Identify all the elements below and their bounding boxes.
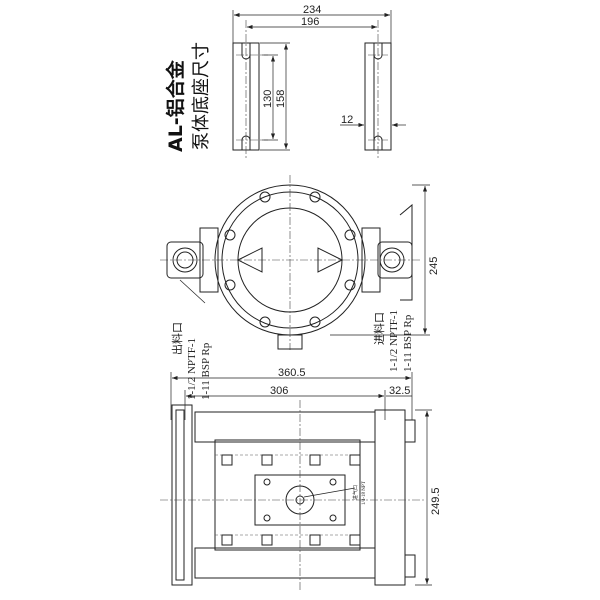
dim-32-5: 32.5: [389, 385, 410, 397]
dim-245: 245: [428, 257, 440, 275]
svg-text:1/4-18 NPT: 1/4-18 NPT: [362, 481, 367, 505]
dim-360-5: 360.5: [278, 367, 306, 379]
base-view: 234 196 130 158 12: [232, 4, 406, 158]
dim-249-5: 249.5: [430, 487, 442, 515]
bolts: [224, 191, 356, 328]
svg-text:1-1/2 NPTF-1: 1-1/2 NPTF-1: [186, 338, 198, 400]
svg-text:进气口: 进气口: [352, 485, 359, 500]
outlet-label: 出料口 1-1/2 NPTF-1 1-11 BSP Rp: [170, 322, 212, 400]
front-view: 360.5 306 32.5 进气口 1/4-18 NPT: [160, 367, 442, 590]
top-view: 245 出料口 1-1/2 NPTF-1 1-11 BSP Rp 进料口 1-1…: [160, 175, 440, 400]
inlet-label: 进料口 1-1/2 NPTF-1 1-11 BSP Rp: [372, 310, 414, 372]
svg-text:1-11 BSP Rp: 1-11 BSP Rp: [200, 342, 212, 400]
dim-306: 306: [270, 385, 288, 397]
dim-158: 158: [275, 90, 287, 108]
dim-12: 12: [341, 114, 353, 126]
svg-text:1-1/2 NPTF-1: 1-1/2 NPTF-1: [388, 310, 400, 372]
dim-196: 196: [301, 16, 319, 28]
title-line2: 泵体底座尺寸: [191, 42, 212, 150]
svg-text:出料口: 出料口: [170, 322, 184, 355]
title: AL-铝合金 泵体底座尺寸: [164, 42, 212, 152]
svg-text:1-11 BSP Rp: 1-11 BSP Rp: [402, 314, 414, 372]
bolt-heads: [221, 454, 361, 546]
dim-234: 234: [303, 4, 321, 16]
dim-130: 130: [262, 90, 274, 108]
title-line1: AL-铝合金: [164, 59, 187, 152]
svg-text:进料口: 进料口: [372, 312, 386, 345]
air-inlet-label: 进气口 1/4-18 NPT: [352, 481, 367, 505]
